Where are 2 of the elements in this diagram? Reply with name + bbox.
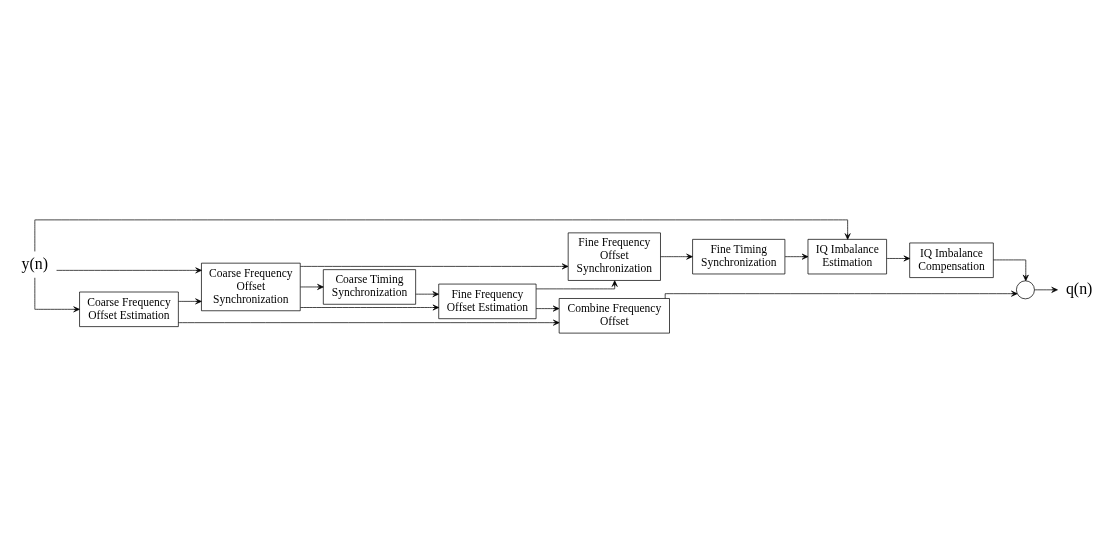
node-text: q(n) [1065, 279, 1093, 297]
node-text: y(n) [21, 254, 49, 272]
